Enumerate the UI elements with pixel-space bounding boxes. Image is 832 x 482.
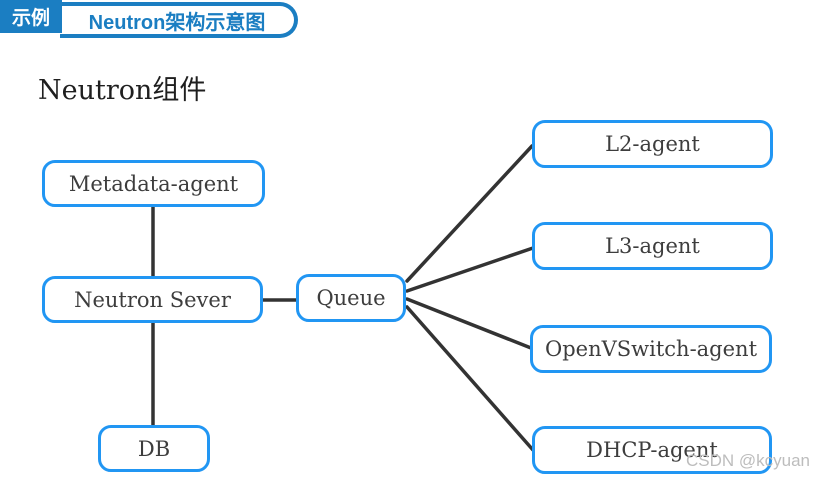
node-db: DB [98,425,210,472]
node-neutron-server: Neutron Sever [42,276,263,323]
node-l2-agent: L2-agent [532,120,773,168]
node-dhcp-agent: DHCP-agent [532,426,772,474]
node-queue: Queue [296,274,406,322]
header-title: Neutron架构示意图 [88,11,266,34]
edge-queue-l2agent [405,144,534,283]
edge-queue-l3agent [405,246,535,293]
edge-queue-dhcpagent [405,305,535,452]
watermark: CSDN @kcyuan [686,451,811,470]
node-metadata-agent: Metadata-agent [42,160,265,207]
edge-queue-ovsagent [405,297,533,350]
header-title-pill: Neutron架构示意图 [60,2,298,38]
node-openvswitch-agent: OpenVSwitch-agent [530,325,772,373]
node-l3-agent: L3-agent [532,222,773,270]
diagram-title: Neutron组件 [38,75,207,106]
example-tag: 示例 [0,0,62,33]
